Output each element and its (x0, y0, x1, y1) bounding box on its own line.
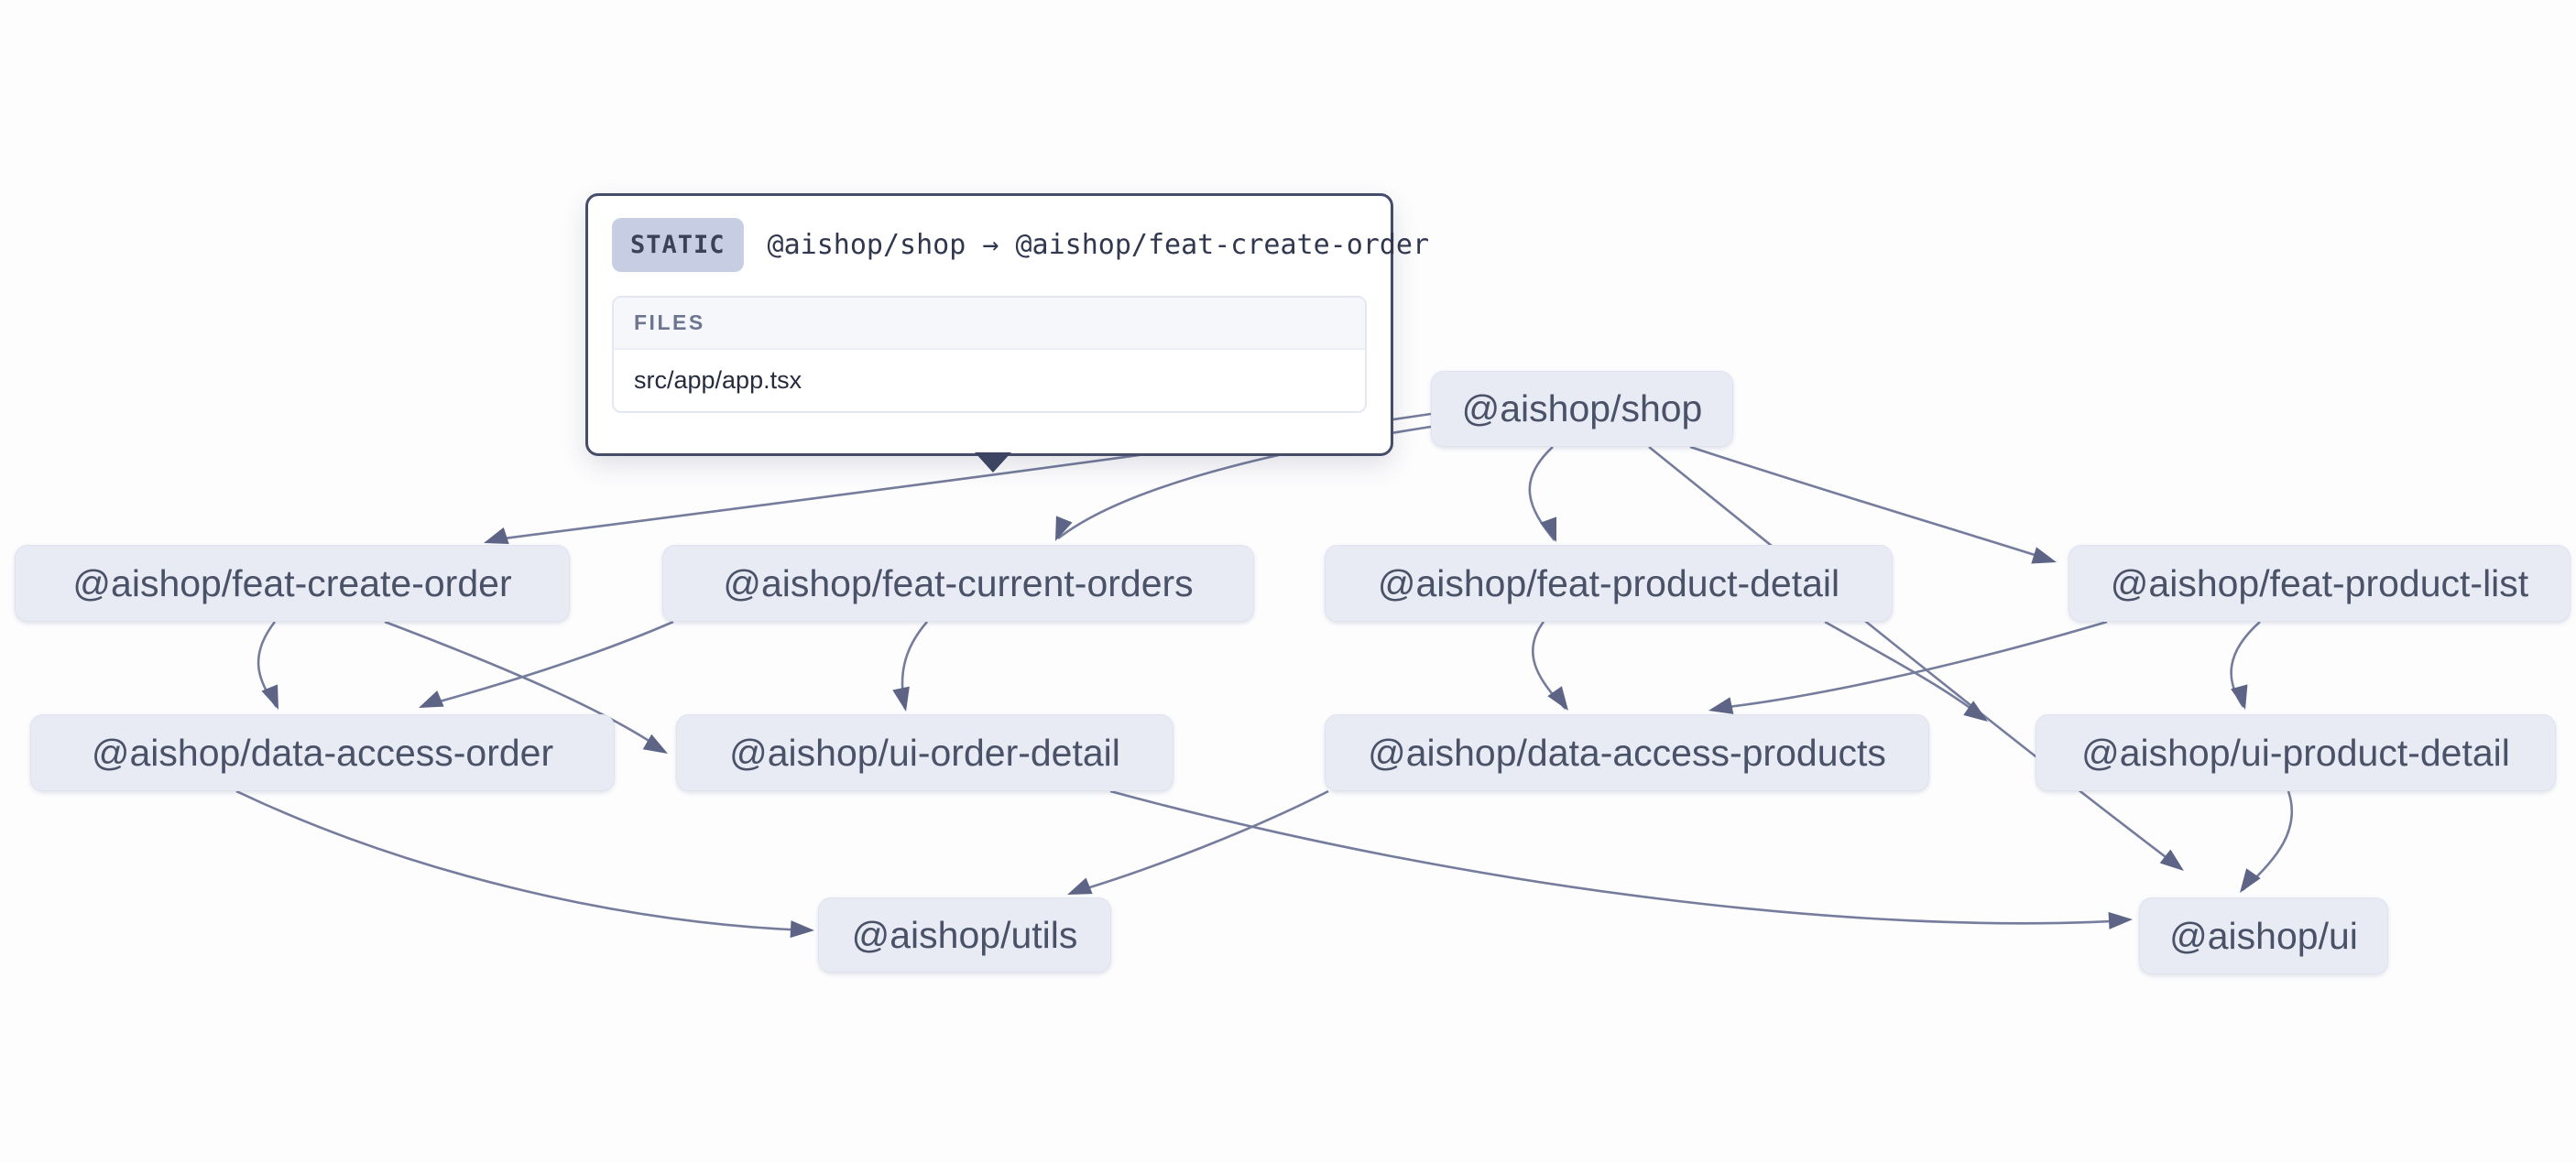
graph-node-data-access-products[interactable]: @aishop/data-access-products (1325, 714, 1929, 791)
graph-node-label-data-access-order: @aishop/data-access-order (91, 731, 554, 774)
edge-shop-to-feat-product-list[interactable] (1689, 445, 2053, 562)
arrowhead-feat-create-order-to-data-access-order-icon (261, 684, 278, 710)
edge-tooltip: STATIC @aishop/shop → @aishop/feat-creat… (585, 193, 1429, 473)
graph-node-ui-product-detail[interactable]: @aishop/ui-product-detail (2036, 714, 2556, 791)
edge-label: @aishop/shop → @aishop/feat-create-order (767, 229, 1430, 261)
graph-node-label-feat-create-order: @aishop/feat-create-order (72, 561, 512, 604)
graph-node-feat-create-order[interactable]: @aishop/feat-create-order (15, 545, 570, 622)
arrowhead-shop-to-feat-current-orders-icon (1055, 516, 1073, 541)
graph-node-ui-order-detail[interactable]: @aishop/ui-order-detail (676, 714, 1173, 791)
edge-type-badge: STATIC (612, 218, 744, 272)
arrowhead-feat-current-orders-to-ui-order-detail-icon (892, 686, 910, 712)
arrowhead-ui-product-detail-to-ui-icon (2240, 868, 2261, 893)
files-box: FILES src/app/app.tsx (612, 296, 1367, 413)
arrowhead-shop-to-feat-product-list-icon (2031, 547, 2057, 564)
edge-data-access-products-to-utils[interactable] (1071, 789, 1329, 895)
graph-node-data-access-order[interactable]: @aishop/data-access-order (30, 714, 615, 791)
graph-node-ui[interactable]: @aishop/ui (2139, 897, 2388, 974)
graph-node-utils[interactable]: @aishop/utils (818, 897, 1111, 973)
files-header: FILES (614, 298, 1365, 350)
graph-node-label-ui: @aishop/ui (2169, 914, 2358, 957)
graph-node-label-feat-product-detail: @aishop/feat-product-detail (1377, 561, 1840, 604)
arrowhead-ui-order-detail-to-ui-icon (2108, 911, 2133, 929)
arrowhead-feat-product-detail-to-ui-product-detail-icon (1963, 701, 1988, 722)
arrowhead-feat-product-detail-to-data-access-products-icon (1547, 686, 1568, 711)
graph-node-feat-current-orders[interactable]: @aishop/feat-current-orders (662, 545, 1254, 622)
edge-data-access-order-to-utils[interactable] (235, 789, 811, 932)
graph-node-label-ui-product-detail: @aishop/ui-product-detail (2081, 731, 2510, 774)
arrowhead-feat-product-list-to-data-access-products-icon (1708, 697, 1734, 714)
edge-shop-to-ui[interactable] (1648, 445, 2181, 870)
file-item: src/app/app.tsx (614, 350, 1365, 411)
graph-node-label-feat-current-orders: @aishop/feat-current-orders (723, 561, 1194, 604)
arrowhead-feat-create-order-to-ui-order-detail-icon (642, 734, 668, 754)
arrowhead-feat-product-list-to-ui-product-detail-icon (2231, 684, 2248, 710)
edge-feat-product-list-to-data-access-products[interactable] (1712, 620, 2108, 711)
graph-node-feat-product-detail[interactable]: @aishop/feat-product-detail (1325, 545, 1893, 622)
arrowhead-shop-to-feat-product-detail-icon (1540, 516, 1557, 542)
edge-ui-order-detail-to-ui[interactable] (1109, 789, 2129, 925)
graph-node-label-shop: @aishop/shop (1461, 387, 1703, 429)
edge-feat-product-detail-to-ui-product-detail[interactable] (1824, 620, 1985, 720)
edge-feat-create-order-to-ui-order-detail[interactable] (384, 620, 665, 753)
graph-node-label-ui-order-detail: @aishop/ui-order-detail (729, 731, 1120, 774)
arrowhead-shop-to-ui-icon (2159, 849, 2184, 871)
graph-node-label-feat-product-list: @aishop/feat-product-list (2110, 561, 2529, 604)
arrowhead-feat-current-orders-to-data-access-order-icon (419, 690, 444, 708)
arrowhead-data-access-products-to-utils-icon (1067, 877, 1093, 895)
tooltip-caret-icon (975, 452, 1011, 473)
graph-node-shop[interactable]: @aishop/shop (1431, 371, 1733, 447)
edge-feat-current-orders-to-data-access-order[interactable] (422, 620, 674, 708)
arrowhead-data-access-order-to-utils-icon (790, 920, 814, 939)
graph-node-label-data-access-products: @aishop/data-access-products (1368, 731, 1886, 774)
file-rows: src/app/app.tsx (614, 350, 1365, 411)
graph-node-label-utils: @aishop/utils (851, 913, 1078, 956)
tooltip-header: STATIC @aishop/shop → @aishop/feat-creat… (612, 218, 1429, 272)
arrowhead-shop-to-feat-create-order-icon (484, 527, 509, 545)
graph-node-feat-product-list[interactable]: @aishop/feat-product-list (2068, 545, 2571, 622)
